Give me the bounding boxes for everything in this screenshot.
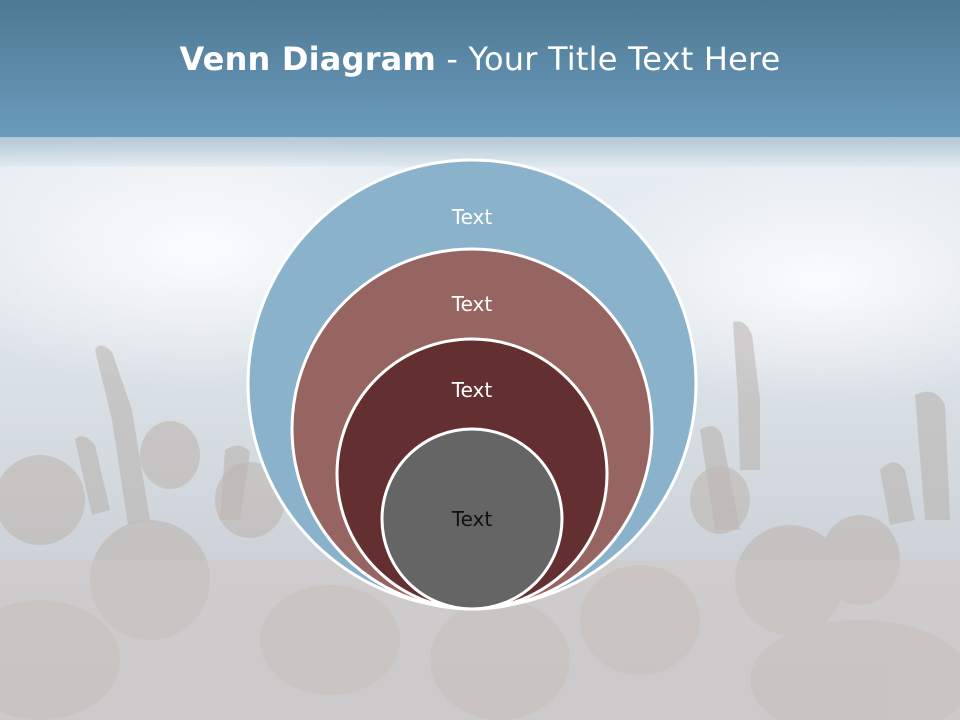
title-bar xyxy=(0,0,960,137)
venn-label-2: Text xyxy=(451,292,493,316)
slide-title: Venn Diagram - Your Title Text Here xyxy=(0,40,960,78)
venn-label-3: Text xyxy=(451,378,493,402)
venn-label-4: Text xyxy=(451,507,493,531)
venn-circle-4 xyxy=(380,427,564,611)
venn-label-1: Text xyxy=(451,205,493,229)
slide-title-rest: - Your Title Text Here xyxy=(436,40,781,78)
slide-title-bold: Venn Diagram xyxy=(179,40,437,78)
